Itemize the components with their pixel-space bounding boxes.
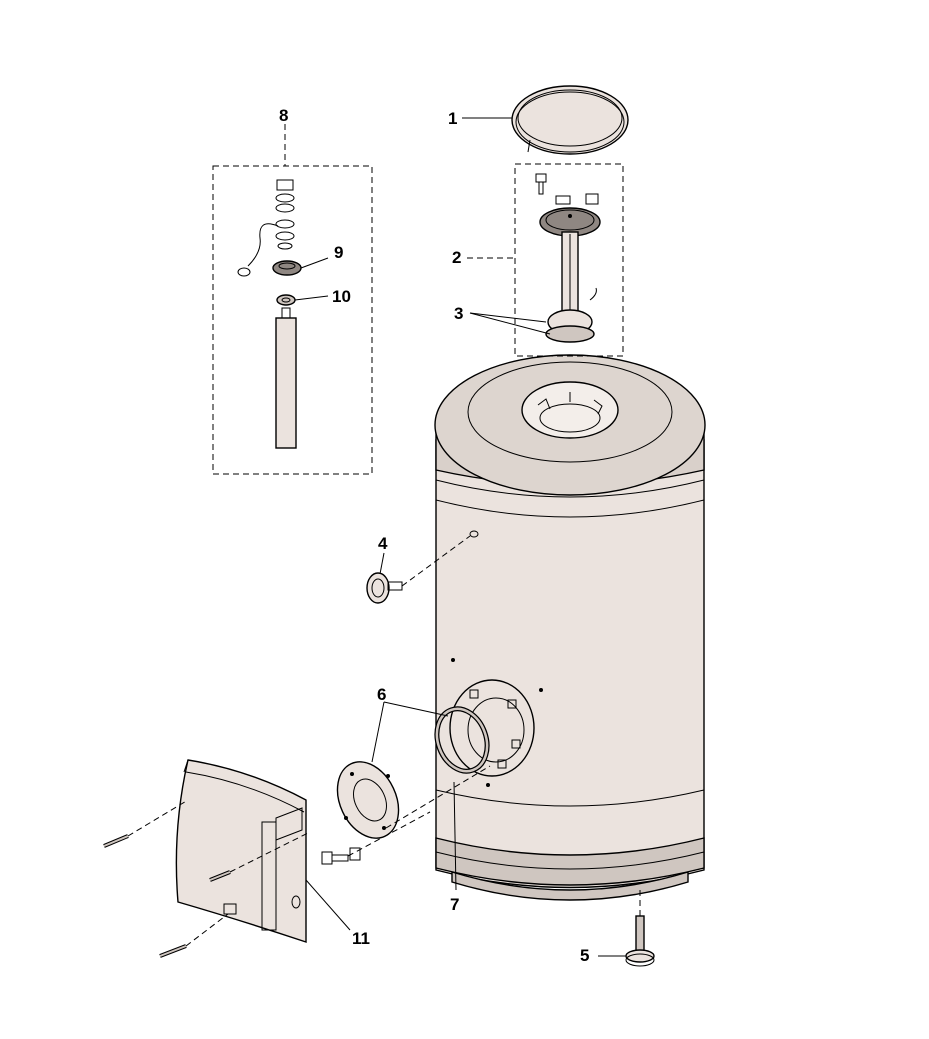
side-element-flange <box>449 679 535 777</box>
label-part-1: 1 <box>448 109 457 128</box>
anode-rod <box>275 317 297 449</box>
part-1-top-cover <box>511 85 629 155</box>
part-5-leveling-leg <box>625 915 655 967</box>
label-part-2: 2 <box>452 248 461 267</box>
tank-bottom-ring <box>435 837 705 886</box>
part-2-element-assembly <box>535 173 601 343</box>
part-8-anode-assembly <box>237 179 302 449</box>
label-part-5: 5 <box>580 946 589 965</box>
part-number-labels: 1 2 3 8 9 10 4 6 7 11 5 <box>279 106 589 965</box>
label-part-4: 4 <box>378 534 388 553</box>
tank-top-opening <box>521 381 619 439</box>
label-part-3: 3 <box>454 304 463 323</box>
part-2-element-assembly-box <box>514 163 624 357</box>
label-part-11: 11 <box>352 929 370 948</box>
label-part-9: 9 <box>334 243 343 262</box>
part-8-anode-assembly-box <box>212 165 373 475</box>
label-part-8: 8 <box>279 106 288 125</box>
part-11-access-cover <box>175 759 307 943</box>
label-part-10: 10 <box>332 287 351 306</box>
label-part-7: 7 <box>450 895 459 914</box>
part-6-gasket-plate <box>336 706 490 839</box>
part-4-fitting <box>366 530 479 604</box>
plate-bolt <box>321 847 361 865</box>
tank-base <box>451 871 689 901</box>
cover-screws <box>103 834 231 958</box>
tank-body <box>434 354 706 901</box>
tank-cylinder <box>435 439 705 889</box>
leader-lines <box>127 117 641 957</box>
part-10-washer <box>276 294 296 306</box>
label-part-6: 6 <box>377 685 386 704</box>
